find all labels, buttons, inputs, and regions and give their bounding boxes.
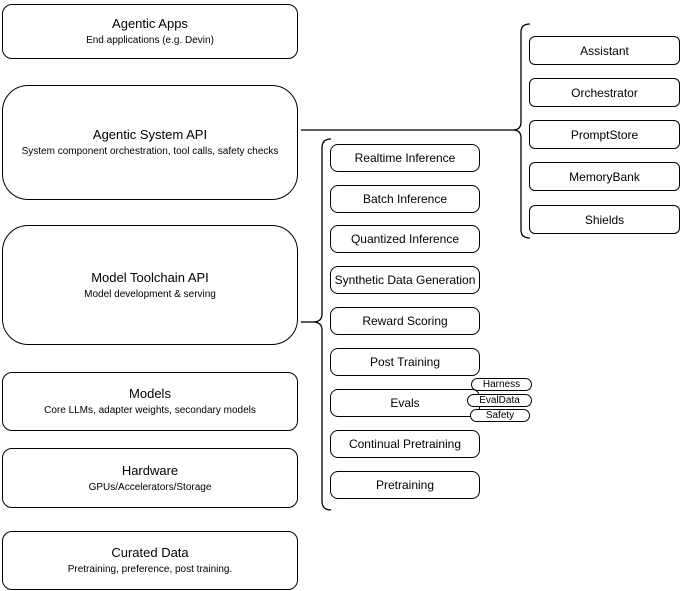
eval-pill-evaldata: EvalData — [467, 394, 532, 407]
box-subtitle: System component orchestration, tool cal… — [21, 146, 279, 157]
box-title: Curated Data — [111, 545, 189, 560]
toolchain-box-realtime-inference: Realtime Inference — [330, 144, 480, 172]
box-title: Models — [129, 386, 171, 401]
system-component-box-memorybank: MemoryBank — [529, 162, 680, 191]
box-title: Agentic System API — [92, 127, 208, 142]
system-components-brace — [512, 23, 531, 239]
toolchain-box-synthetic-data-generation: Synthetic Data Generation — [330, 266, 480, 294]
toolchain-box-evals: Evals — [330, 389, 480, 417]
system-component-box-orchestrator: Orchestrator — [529, 78, 680, 107]
toolchain-box-continual-pretraining: Continual Pretraining — [330, 430, 480, 458]
box-subtitle: Pretraining, preference, post training. — [67, 564, 233, 575]
system-component-box-shields: Shields — [529, 205, 680, 234]
box-subtitle: Core LLMs, adapter weights, secondary mo… — [44, 405, 256, 416]
box-title: Agentic Apps — [112, 16, 188, 31]
box-model-toolchain-api: Model Toolchain API Model development & … — [2, 225, 298, 345]
box-title: Model Toolchain API — [91, 269, 209, 285]
toolchain-box-batch-inference: Batch Inference — [330, 185, 480, 213]
toolchain-brace — [312, 138, 332, 511]
box-models: Models Core LLMs, adapter weights, secon… — [2, 372, 298, 431]
box-subtitle: End applications (e.g. Devin) — [86, 35, 214, 46]
toolchain-box-pretraining: Pretraining — [330, 471, 480, 499]
system-component-box-promptstore: PromptStore — [529, 120, 680, 149]
box-agentic-apps: Agentic Apps End applications (e.g. Devi… — [2, 4, 298, 59]
box-hardware: Hardware GPUs/Accelerators/Storage — [2, 448, 298, 508]
toolchain-box-post-training: Post Training — [330, 348, 480, 376]
toolchain-box-reward-scoring: Reward Scoring — [330, 307, 480, 335]
eval-pill-safety: Safety — [470, 409, 530, 422]
box-title: Hardware — [121, 462, 179, 478]
eval-pill-harness: Harness — [471, 378, 532, 391]
box-agentic-system-api: Agentic System API System component orch… — [2, 85, 298, 200]
system-component-box-assistant: Assistant — [529, 36, 680, 65]
box-curated-data: Curated Data Pretraining, preference, po… — [2, 531, 298, 590]
box-subtitle: Model development & serving — [84, 288, 216, 300]
box-subtitle: GPUs/Accelerators/Storage — [88, 481, 212, 493]
toolchain-box-quantized-inference: Quantized Inference — [330, 225, 480, 253]
